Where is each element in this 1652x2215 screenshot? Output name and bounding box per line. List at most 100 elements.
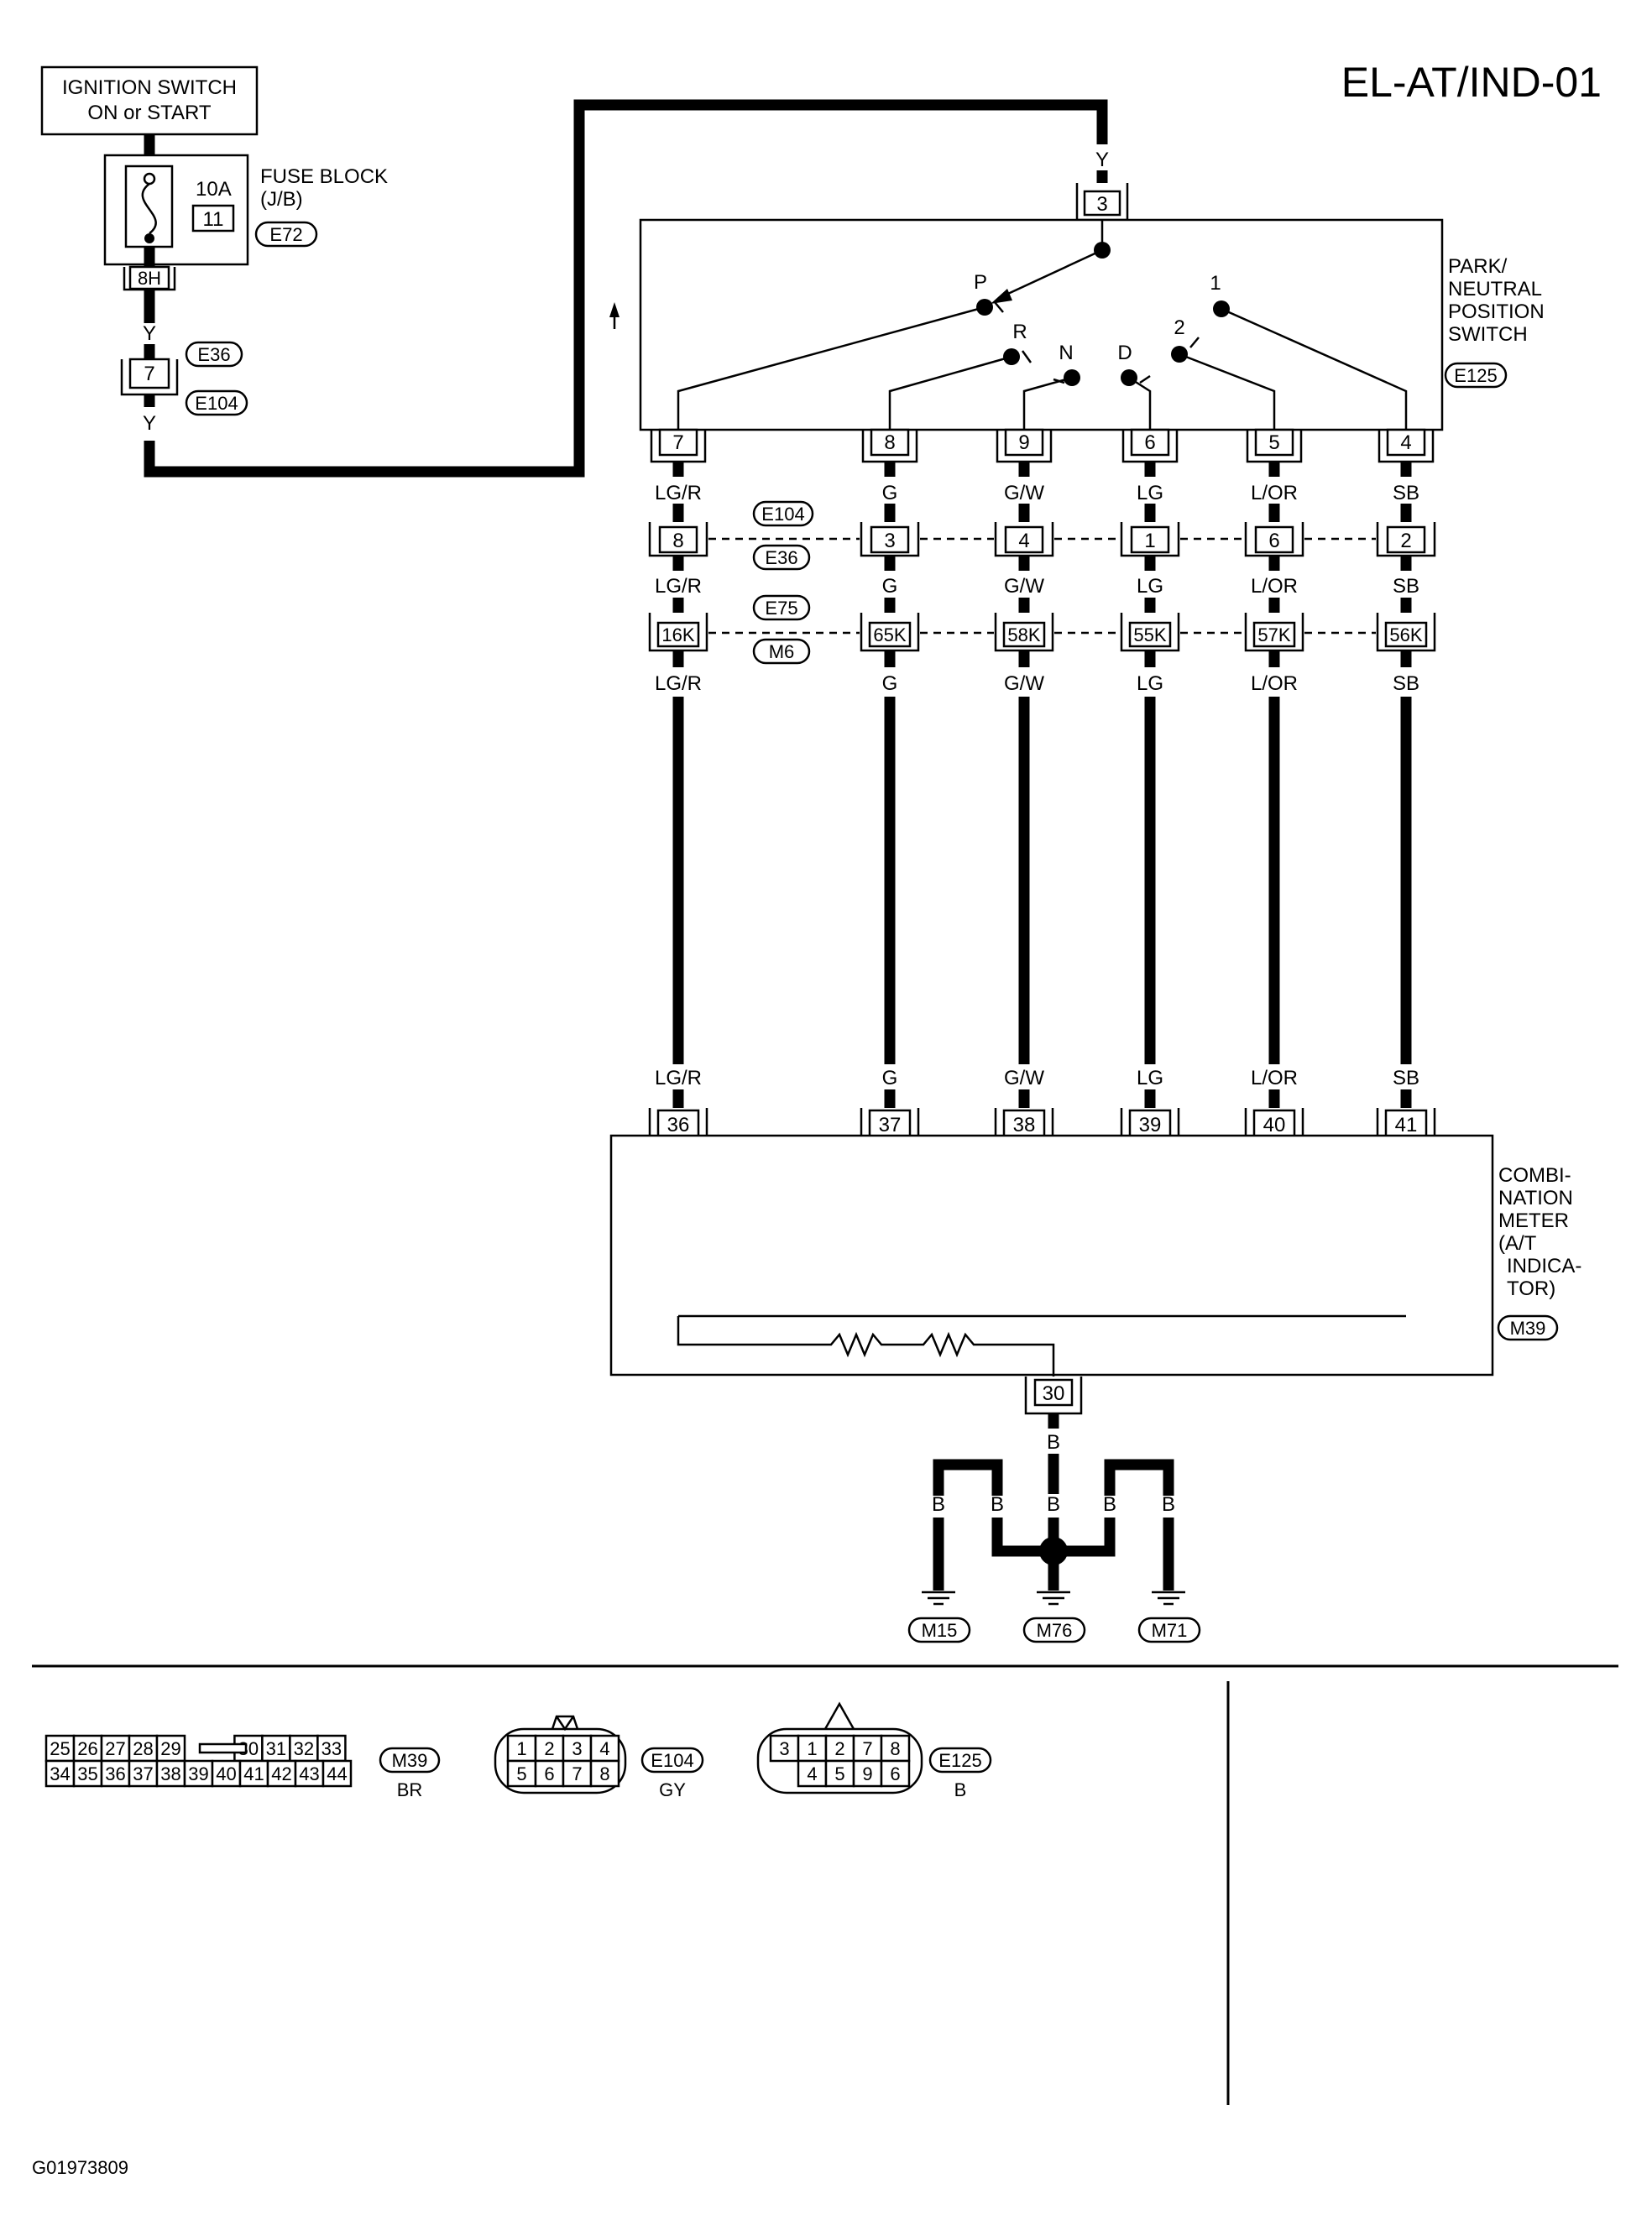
meter-name-4: (A/T bbox=[1498, 1232, 1537, 1255]
meter-connector: M39 bbox=[1510, 1318, 1546, 1339]
joint-a-pin: 8 bbox=[672, 530, 683, 552]
cavity-number: 3 bbox=[572, 1738, 582, 1759]
wire-color: L/OR bbox=[1251, 575, 1298, 598]
cavity-number: 2 bbox=[544, 1738, 554, 1759]
wire-color: SB bbox=[1393, 575, 1419, 598]
cavity-number: 27 bbox=[105, 1738, 125, 1759]
joint-connector-tags: E104 E36 E75 M6 bbox=[752, 500, 814, 665]
switch-pin: 6 bbox=[1144, 431, 1155, 454]
cavity-number: 26 bbox=[77, 1738, 97, 1759]
connector-view-color: BR bbox=[397, 1779, 423, 1800]
ground-wire-main: B bbox=[1047, 1431, 1060, 1454]
ignition-switch: IGNITION SWITCH ON or START bbox=[40, 65, 259, 136]
feed-conn-b: E104 bbox=[195, 393, 238, 414]
joint-a-lower: E36 bbox=[765, 547, 797, 568]
fuse-connector: E72 bbox=[269, 224, 302, 245]
joint-b-pin: 57K bbox=[1257, 624, 1290, 645]
switch-name-2: NEUTRAL bbox=[1448, 278, 1542, 300]
cavity-number: 29 bbox=[160, 1738, 180, 1759]
connector-view-color: GY bbox=[659, 1779, 686, 1800]
fuse-terminal: 8H bbox=[138, 268, 161, 289]
joint-b-pin: 16K bbox=[661, 624, 694, 645]
cavity-number: 36 bbox=[105, 1763, 125, 1784]
ground-wire-d: B bbox=[1103, 1493, 1116, 1516]
meter-name-1: COMBI- bbox=[1498, 1164, 1571, 1187]
fuse-block-sub: (J/B) bbox=[260, 188, 303, 211]
joint-a-pin: 6 bbox=[1268, 530, 1279, 552]
wire-color: G bbox=[882, 672, 898, 695]
fuse-rating: 10A bbox=[196, 178, 232, 201]
cavity-number: 34 bbox=[50, 1763, 70, 1784]
wire-color: L/OR bbox=[1251, 482, 1298, 504]
wire-color: SB bbox=[1393, 1067, 1419, 1089]
switch-position-2: 2 bbox=[1174, 316, 1184, 339]
wire-color: LG/R bbox=[655, 1067, 702, 1089]
cavity-number: 3 bbox=[779, 1738, 789, 1759]
cavity-number: 8 bbox=[890, 1738, 900, 1759]
joint-b-lower: M6 bbox=[769, 641, 795, 662]
wire-color: L/OR bbox=[1251, 1067, 1298, 1089]
meter-ground-pin: 30 bbox=[1043, 1382, 1065, 1405]
joint-b-upper: E75 bbox=[765, 598, 797, 619]
cavity-number: 4 bbox=[599, 1738, 609, 1759]
ignition-label-1: IGNITION SWITCH bbox=[62, 76, 237, 99]
cavity-number: 38 bbox=[160, 1763, 180, 1784]
cavity-number: 1 bbox=[807, 1738, 817, 1759]
cavity-number: 25 bbox=[50, 1738, 70, 1759]
wire-color: G bbox=[882, 482, 898, 504]
cavity-number: 41 bbox=[243, 1763, 264, 1784]
ground-wire-b: B bbox=[991, 1493, 1004, 1516]
joint-a-pin: 2 bbox=[1400, 530, 1411, 552]
page-code: EL-AT/IND-01 bbox=[1341, 59, 1602, 106]
switch-position-n: N bbox=[1059, 342, 1073, 364]
joint-b-pin: 56K bbox=[1389, 624, 1422, 645]
wire-color: G bbox=[882, 575, 898, 598]
cavity-number: 33 bbox=[322, 1738, 342, 1759]
wire-color: G/W bbox=[1004, 575, 1044, 598]
switch-name-4: SWITCH bbox=[1448, 323, 1528, 346]
connector-view-name: E104 bbox=[651, 1750, 693, 1771]
joint-a-pin: 4 bbox=[1018, 530, 1029, 552]
fuse-block-label: FUSE BLOCK bbox=[260, 165, 388, 188]
switch-name-3: POSITION bbox=[1448, 300, 1545, 323]
wire-color: LG bbox=[1137, 1067, 1163, 1089]
switch-position-d: D bbox=[1117, 342, 1132, 364]
switch-position-1: 1 bbox=[1210, 272, 1221, 295]
ground-wire-c: B bbox=[1047, 1493, 1060, 1516]
ground-point-m71: M71 bbox=[1152, 1620, 1188, 1641]
wire-color: LG bbox=[1137, 482, 1163, 504]
meter-name-2: NATION bbox=[1498, 1187, 1573, 1209]
cavity-number: 2 bbox=[834, 1738, 844, 1759]
joint-b-pin: 58K bbox=[1007, 624, 1040, 645]
meter-pin: 40 bbox=[1263, 1114, 1286, 1136]
wire-color: G/W bbox=[1004, 672, 1044, 695]
fuse-number: 11 bbox=[203, 208, 224, 231]
cavity-number: 7 bbox=[572, 1763, 582, 1784]
cavity-number: 1 bbox=[516, 1738, 526, 1759]
wire-color: LG bbox=[1137, 575, 1163, 598]
cavity-number: 6 bbox=[544, 1763, 554, 1784]
switch-connector: E125 bbox=[1454, 365, 1497, 386]
figure-id: G01973809 bbox=[32, 2157, 128, 2178]
cavity-number: 4 bbox=[807, 1763, 817, 1784]
meter-pin: 38 bbox=[1013, 1114, 1036, 1136]
joint-a-pin: 1 bbox=[1144, 530, 1155, 552]
cavity-number: 37 bbox=[133, 1763, 153, 1784]
wire-color: LG/R bbox=[655, 575, 702, 598]
joint-b-pin: 55K bbox=[1133, 624, 1166, 645]
ground-circuit: B B B B B B M15 M76 M71 bbox=[907, 1413, 1201, 1643]
ground-point-m76: M76 bbox=[1037, 1620, 1073, 1641]
feed-conn-a: E36 bbox=[197, 344, 230, 365]
connector-view-name: E125 bbox=[938, 1750, 981, 1771]
meter-name-5: INDICA- bbox=[1507, 1255, 1581, 1277]
switch-position-p: P bbox=[974, 271, 987, 294]
cavity-number: 7 bbox=[862, 1738, 872, 1759]
cavity-number: 9 bbox=[862, 1763, 872, 1784]
cavity-number: 39 bbox=[188, 1763, 208, 1784]
wire-color: SB bbox=[1393, 482, 1419, 504]
feed-wire-color-2: Y bbox=[143, 412, 156, 435]
ground-point-m15: M15 bbox=[922, 1620, 958, 1641]
